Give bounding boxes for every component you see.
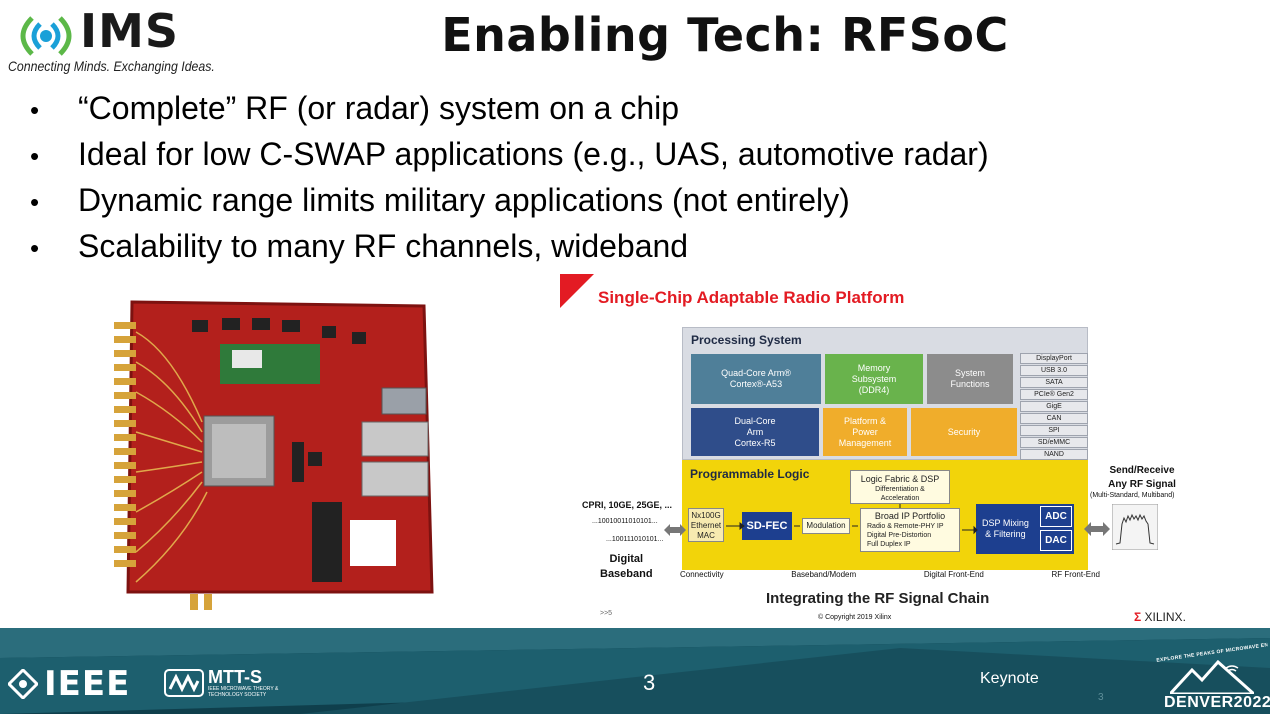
xilinx-logo: Σ XILINX. [1134, 610, 1186, 624]
multi-standard-label: (Multi-Standard, Multiband) [1090, 492, 1175, 499]
io-item: USB 3.0 [1020, 365, 1088, 376]
xilinx-x-icon: Σ [1134, 610, 1142, 624]
io-item: GigE [1020, 401, 1088, 412]
bits-label-1: ...10010011010101... [592, 518, 658, 525]
ethernet-mac-box: Nx100G Ethernet MAC [688, 508, 724, 542]
logic-fabric-box: Logic Fabric & DSP Differentiation & Acc… [850, 470, 950, 504]
security-block: Security [911, 408, 1017, 456]
mtts-emblem-icon [164, 669, 204, 697]
broad-ip-box: Broad IP Portfolio Radio & Remote-PHY IP… [860, 508, 960, 552]
io-item: SPI [1020, 425, 1088, 436]
mtts-subtitle: IEEE MICROWAVE THEORY & [208, 686, 279, 692]
stage-baseband: Baseband/Modem [791, 570, 857, 579]
protocols-label: CPRI, 10GE, 25GE, ... [582, 500, 673, 510]
page-ref: >>5 [600, 610, 613, 617]
mtts-subtitle: TECHNOLOGY SOCIETY [208, 692, 267, 698]
ims-tagline: Connecting Minds. Exchanging Ideas. [8, 58, 215, 74]
rfsoc-diagram: Single-Chip Adaptable Radio Platform Pro… [560, 272, 1200, 630]
bullet-text: “Complete” RF (or radar) system on a chi… [78, 90, 680, 126]
signal-arrows [726, 504, 978, 535]
slide-title: Enabling Tech: RFSoC [441, 8, 1009, 62]
footer-band [0, 628, 1270, 714]
ims-logo: IMS Connecting Minds. Exchanging Ideas. [8, 4, 218, 76]
modulation-box: Modulation [802, 518, 850, 534]
bullet-dot: • [30, 141, 40, 171]
diagram-bottom-title: Integrating the RF Signal Chain [766, 590, 990, 607]
keynote-label: Keynote [980, 670, 1039, 687]
bullet-list: • “Complete” RF (or radar) system on a ch… [30, 86, 989, 270]
stage-digital-front-end: Digital Front-End [923, 570, 984, 579]
denver-2022-logo: EXPLORE THE PEAKS OF MICROWAVE ENGINEERI… [1156, 642, 1270, 714]
rfsoc-board-image [114, 300, 434, 610]
ims-wordmark: IMS [80, 4, 180, 58]
bullet-item: • Ideal for low C-SWAP applications (e.g.… [30, 132, 989, 178]
bits-label-2: ...100111010101... [606, 536, 664, 543]
dac-box: DAC [1040, 530, 1072, 551]
ieee-logo: IEEE [8, 664, 130, 704]
left-double-arrow [664, 524, 686, 536]
stage-bar: Connectivity Baseband/Modem Digital Fron… [680, 570, 1100, 579]
io-item: SATA [1020, 377, 1088, 388]
mtts-wordmark: MTT-S [208, 667, 262, 687]
bullet-text: Ideal for low C-SWAP applications (e.g.,… [78, 136, 989, 172]
digital-baseband-label: Digital Baseband [600, 553, 653, 580]
programmable-logic-block: Programmable Logic Logic Fabric & DSP Di… [682, 460, 1088, 570]
mountains-icon [1170, 660, 1254, 694]
bullet-item: • Dynamic range limits military applicati… [30, 178, 989, 224]
diagram-title: Single-Chip Adaptable Radio Platform [598, 288, 905, 307]
xilinx-wordmark: XILINX. [1144, 610, 1186, 624]
page-number: 3 [643, 670, 656, 695]
ieee-wordmark: IEEE [44, 664, 131, 704]
ims-wave-icon [20, 16, 72, 56]
denver-wordmark: DENVER2022 [1164, 694, 1270, 711]
io-item: PCIe® Gen2 [1020, 389, 1088, 400]
bullet-item: • “Complete” RF (or radar) system on a ch… [30, 86, 989, 132]
mtts-logo: MTT-S IEEE MICROWAVE THEORY & TECHNOLOGY… [164, 668, 278, 698]
red-flag-icon [560, 274, 594, 308]
sd-fec-box: SD-FEC [742, 512, 792, 540]
bullet-text: Dynamic range limits military applicatio… [78, 182, 850, 218]
programmable-logic-label: Programmable Logic [690, 467, 810, 481]
stage-connectivity: Connectivity [680, 570, 724, 579]
ieee-diamond-icon [8, 669, 38, 699]
io-item: NAND [1020, 449, 1088, 460]
stage-rf-front-end: RF Front-End [1051, 570, 1100, 579]
bullet-item: • Scalability to many RF channels, wideba… [30, 224, 989, 270]
bullet-dot: • [30, 233, 40, 263]
adc-box: ADC [1040, 506, 1072, 527]
quad-core-block: Quad-Core Arm®Cortex®-A53 [691, 354, 821, 404]
bullet-dot: • [30, 95, 40, 125]
io-list: DisplayPort USB 3.0 SATA PCIe® Gen2 GigE… [1020, 353, 1088, 461]
right-double-arrow [1084, 522, 1110, 536]
bullet-dot: • [30, 187, 40, 217]
bullet-text: Scalability to many RF channels, wideban… [78, 228, 689, 264]
io-item: DisplayPort [1020, 353, 1088, 364]
io-item: SD/eMMC [1020, 437, 1088, 448]
io-item: CAN [1020, 413, 1088, 424]
copyright: © Copyright 2019 Xilinx [818, 614, 892, 621]
send-receive-label: Send/Receive Any RF Signal [1108, 465, 1176, 490]
small-page-number: 3 [1098, 692, 1104, 703]
processing-system-label: Processing System [691, 333, 802, 347]
spectrum-icon [1112, 504, 1158, 550]
